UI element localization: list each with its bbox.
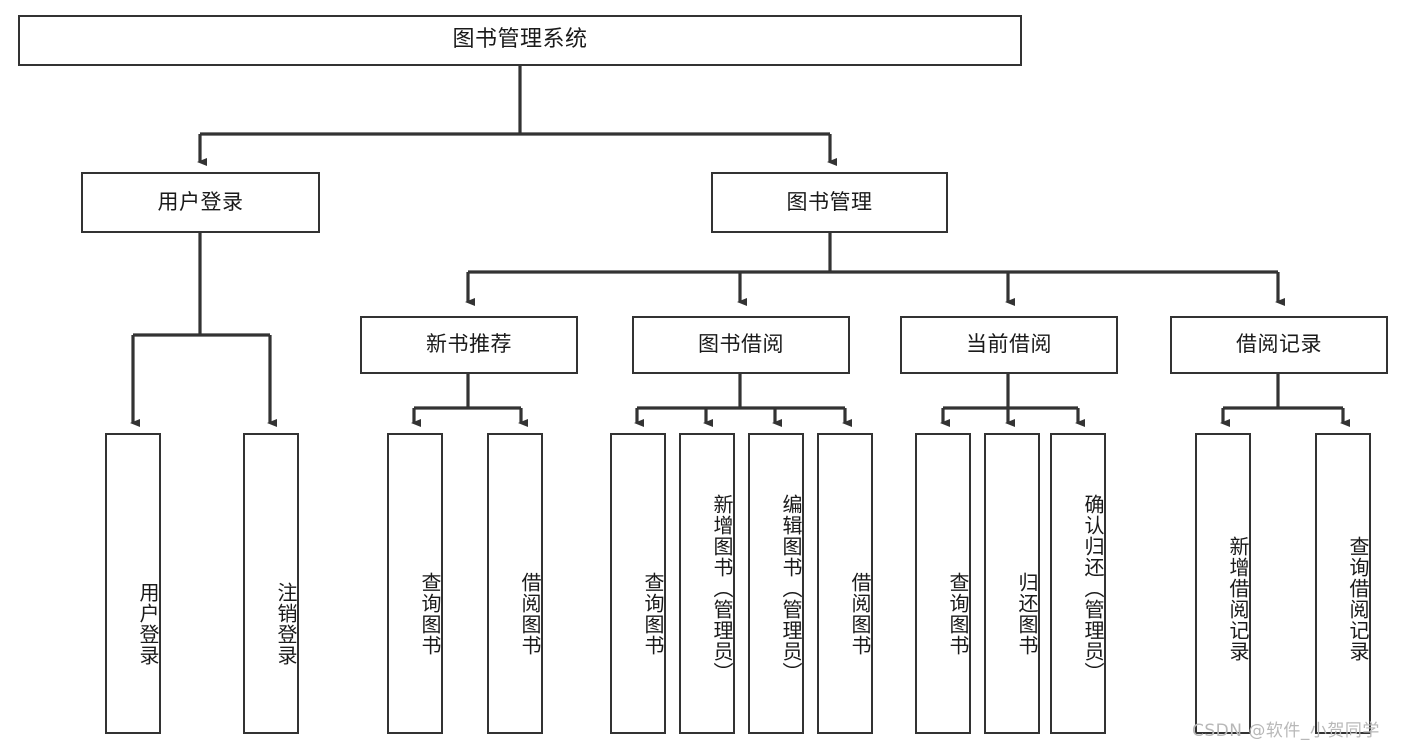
node-borrow-record[interactable]: 借阅记录 [1170,316,1388,374]
node-new-book-recommend[interactable]: 新书推荐 [360,316,578,374]
node-current-borrow[interactable]: 当前借阅 [900,316,1118,374]
leaf-recommend-borrow-book[interactable]: 借阅图书 [487,433,543,734]
leaf-borrow-borrow-book[interactable]: 借阅图书 [817,433,873,734]
leaf-borrow-add-book-admin[interactable]: 新增图书（管理员） [679,433,735,734]
leaf-current-confirm-return-admin[interactable]: 确认归还（管理员） [1050,433,1106,734]
leaf-record-query-borrow-record[interactable]: 查询借阅记录 [1315,433,1371,734]
node-book-borrow[interactable]: 图书借阅 [632,316,850,374]
csdn-watermark: CSDN @软件_小贺同学 [1192,721,1380,741]
leaf-borrow-edit-book-admin[interactable]: 编辑图书（管理员） [748,433,804,734]
leaf-record-add-borrow-record[interactable]: 新增借阅记录 [1195,433,1251,734]
node-book-management[interactable]: 图书管理 [711,172,948,233]
leaf-user-login[interactable]: 用户登录 [105,433,161,734]
leaf-current-return-book[interactable]: 归还图书 [984,433,1040,734]
leaf-current-query-book[interactable]: 查询图书 [915,433,971,734]
leaf-recommend-query-book[interactable]: 查询图书 [387,433,443,734]
leaf-user-logout[interactable]: 注销登录 [243,433,299,734]
leaf-borrow-query-book[interactable]: 查询图书 [610,433,666,734]
node-user-login[interactable]: 用户登录 [81,172,320,233]
node-root-system[interactable]: 图书管理系统 [18,15,1022,66]
